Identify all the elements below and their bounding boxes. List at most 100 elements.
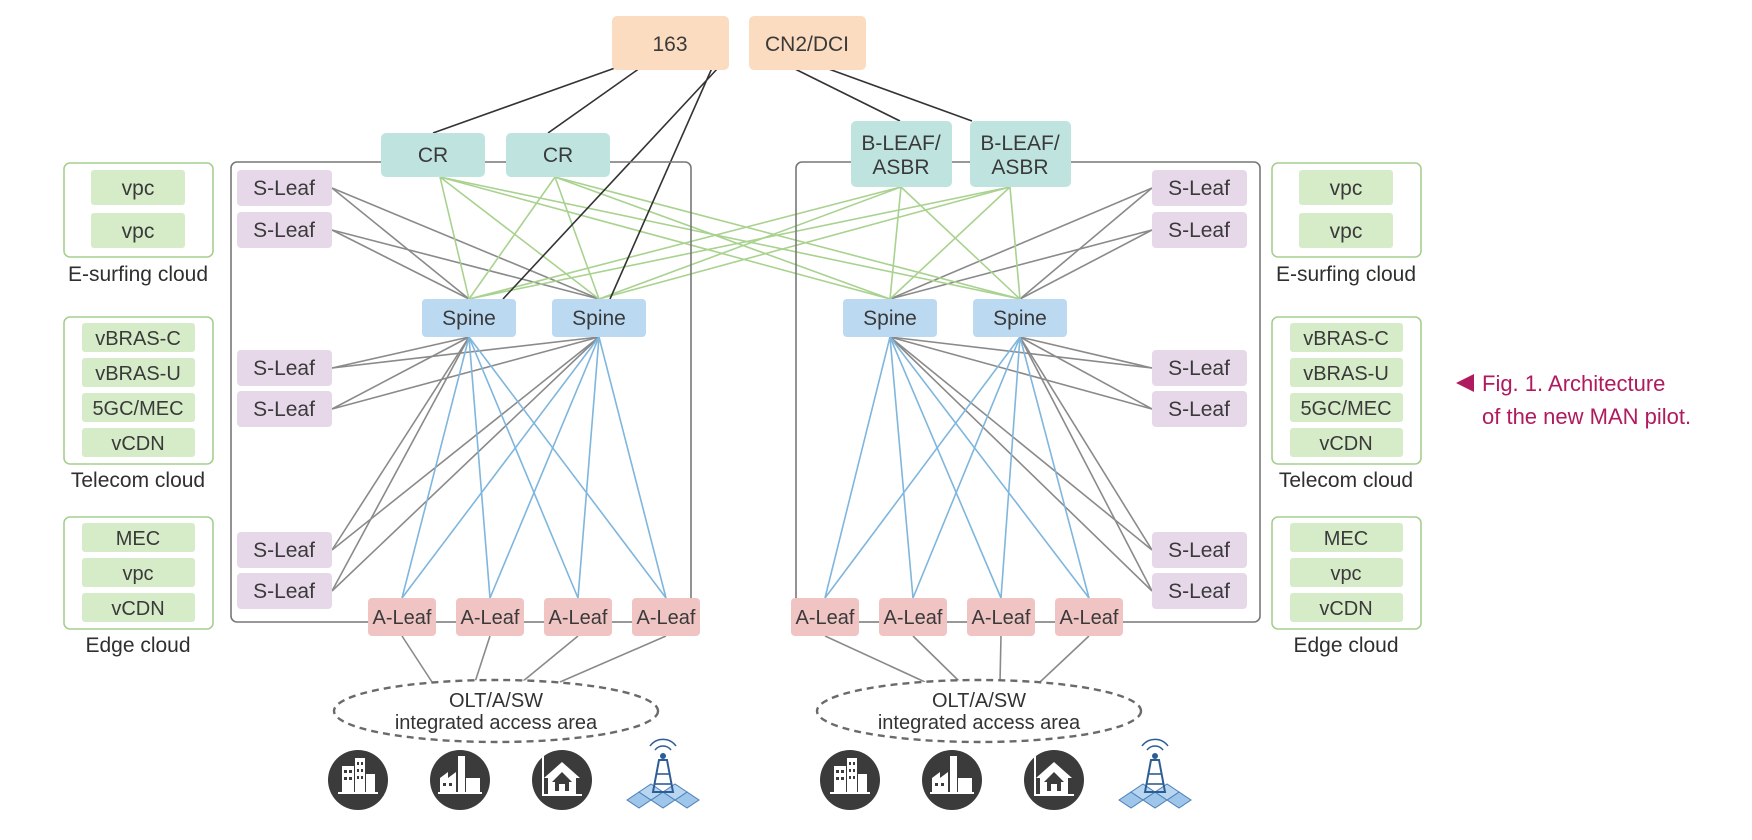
spine-label: Spine xyxy=(442,307,496,330)
cloud-item: MEC xyxy=(1324,528,1368,550)
cr-label: CR xyxy=(543,144,573,167)
spine-to-aleaf-link xyxy=(468,336,579,599)
aleaf-node-right-2: A-Leaf xyxy=(879,598,947,636)
access-area-subtitle: integrated access area xyxy=(878,712,1081,734)
core-to-spine-link xyxy=(468,176,556,300)
cloud-item: vBRAS-U xyxy=(1303,363,1389,385)
core-to-spine-link xyxy=(468,186,902,300)
spine-to-aleaf-link xyxy=(401,336,600,599)
sleaf-node-right-4: S-Leaf xyxy=(1152,391,1247,427)
gray-links xyxy=(331,187,1153,683)
uplink xyxy=(547,67,641,134)
sleaf-label: S-Leaf xyxy=(253,398,315,421)
sleaf-label: S-Leaf xyxy=(1168,580,1230,603)
spine-to-aleaf-link xyxy=(889,336,1090,599)
sleaf-label: S-Leaf xyxy=(253,357,315,380)
aleaf-label: A-Leaf xyxy=(796,607,855,629)
uplink xyxy=(502,67,719,300)
office-building-icon xyxy=(820,750,880,810)
cloud-item: vBRAS-C xyxy=(95,328,181,350)
edge-cloud-left: MEC vpc vCDN Edge cloud xyxy=(63,516,214,657)
sleaf-node-right-1: S-Leaf xyxy=(1152,170,1247,206)
bleaf-label: B-LEAF/ xyxy=(861,132,941,155)
sleaf-to-spine-link xyxy=(331,336,600,592)
sleaf-label: S-Leaf xyxy=(1168,177,1230,200)
core-to-spine-link xyxy=(1009,186,1021,300)
aleaf-to-access-link xyxy=(1039,635,1090,683)
figure-caption: Fig. 1. Architecture of the new MAN pilo… xyxy=(1456,371,1691,429)
sleaf-label: S-Leaf xyxy=(253,539,315,562)
internet-163-node: 163 xyxy=(612,16,729,70)
core-to-spine-link xyxy=(900,186,1021,300)
telecom-cloud-right: vBRAS-C vBRAS-U 5GC/MEC vCDN Telecom clo… xyxy=(1271,316,1422,492)
sleaf-label: S-Leaf xyxy=(253,219,315,242)
sleaf-label: S-Leaf xyxy=(253,580,315,603)
edge-cloud-label: Edge cloud xyxy=(1293,634,1398,657)
core-to-spine-link xyxy=(554,176,600,300)
uplink-links xyxy=(432,67,973,300)
cloud-item: vBRAS-U xyxy=(95,363,181,385)
uplink xyxy=(432,67,616,134)
aleaf-node-right-4: A-Leaf xyxy=(1055,598,1123,636)
office-building-icon xyxy=(328,750,388,810)
sleaf-to-spine-link xyxy=(331,336,470,592)
aleaf-node-left-3: A-Leaf xyxy=(544,598,612,636)
aleaf-label: A-Leaf xyxy=(461,607,520,629)
cloud-item: vCDN xyxy=(111,433,164,455)
aleaf-label: A-Leaf xyxy=(884,607,943,629)
core-to-spine-link xyxy=(439,176,470,300)
spine-to-aleaf-link xyxy=(889,336,1002,599)
cloud-item: vpc xyxy=(122,563,153,585)
sleaf-to-spine-link xyxy=(1019,229,1153,300)
sleaf-to-spine-link xyxy=(889,336,1153,369)
telecom-cloud-label: Telecom cloud xyxy=(1279,469,1413,492)
sleaf-label: S-Leaf xyxy=(1168,539,1230,562)
access-area-subtitle: integrated access area xyxy=(395,712,598,734)
cloud-item: vpc xyxy=(1330,177,1363,200)
aleaf-node-left-4: A-Leaf xyxy=(632,598,700,636)
aleaf-label: A-Leaf xyxy=(549,607,608,629)
cloud-item: vpc xyxy=(122,177,155,200)
cr-node-left: CR xyxy=(381,133,485,177)
core-to-spine-link xyxy=(439,176,600,300)
access-area-title: OLT/A/SW xyxy=(932,690,1026,712)
aleaf-to-access-link xyxy=(912,635,961,683)
factory-icon xyxy=(922,750,982,810)
spine-to-aleaf-link xyxy=(889,336,914,599)
spine-node-l2: Spine xyxy=(552,299,646,337)
aleaf-to-access-link xyxy=(824,635,926,683)
sleaf-node-left-6: S-Leaf xyxy=(237,573,332,609)
cloud-item: vpc xyxy=(1330,563,1361,585)
blue-links xyxy=(401,336,1090,599)
telecom-cloud-label: Telecom cloud xyxy=(71,469,205,492)
core-to-spine-link xyxy=(439,176,891,300)
caption-arrow-icon xyxy=(1456,374,1474,392)
spine-node-l1: Spine xyxy=(422,299,516,337)
core-to-spine-link xyxy=(554,176,1021,300)
cloud-item: vCDN xyxy=(1319,433,1372,455)
sleaf-label: S-Leaf xyxy=(1168,398,1230,421)
aleaf-to-access-link xyxy=(999,635,1002,683)
aleaf-label: A-Leaf xyxy=(373,607,432,629)
sleaf-label: S-Leaf xyxy=(1168,219,1230,242)
cr-label: CR xyxy=(418,144,448,167)
spine-to-aleaf-link xyxy=(824,336,891,599)
esurfing-cloud-left: vpc vpc E-surfing cloud xyxy=(63,162,214,286)
aleaf-label: A-Leaf xyxy=(972,607,1031,629)
cloud-item: 5GC/MEC xyxy=(1300,398,1391,420)
core-to-spine-link xyxy=(468,186,1011,300)
sleaf-to-spine-link xyxy=(331,229,600,300)
sleaf-node-right-2: S-Leaf xyxy=(1152,212,1247,248)
sleaf-to-spine-link xyxy=(331,336,600,551)
bleaf-asbr-node-right: B-LEAF/ ASBR xyxy=(970,121,1071,187)
aleaf-node-left-1: A-Leaf xyxy=(368,598,436,636)
sleaf-to-spine-link xyxy=(889,229,1153,300)
edge-cloud-right: MEC vpc vCDN Edge cloud xyxy=(1271,516,1422,657)
cloud-item: vCDN xyxy=(1319,598,1372,620)
sleaf-label: S-Leaf xyxy=(253,177,315,200)
sleaf-to-spine-link xyxy=(1019,187,1153,300)
spine-node-r2: Spine xyxy=(973,299,1067,337)
spine-to-aleaf-link xyxy=(912,336,1021,599)
spine-to-aleaf-link xyxy=(468,336,491,599)
